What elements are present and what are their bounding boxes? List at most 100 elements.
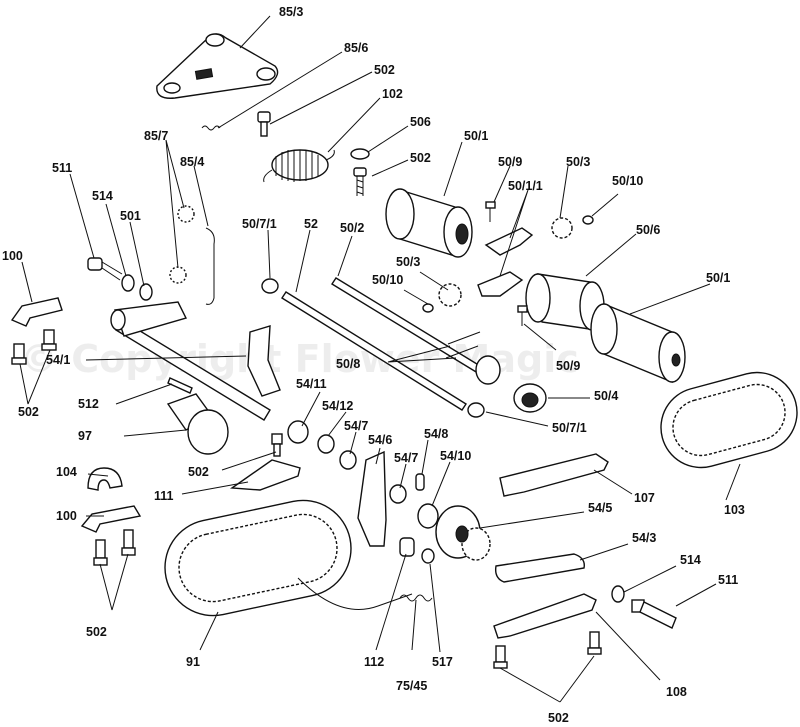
label-514-left: 514 — [92, 189, 113, 203]
label-502-bottom-left: 502 — [86, 625, 107, 639]
part-91-belt — [164, 499, 352, 617]
part-54-12-washer — [317, 434, 335, 454]
label-50-1-1: 50/1/1 — [508, 179, 543, 193]
part-102-spring — [263, 149, 335, 183]
part-514-washer-right — [611, 585, 625, 603]
part-111-bracket — [229, 459, 301, 491]
part-50-6-roller — [525, 273, 605, 331]
label-50-7-1-bottom: 50/7/1 — [552, 421, 587, 435]
label-85-4: 85/4 — [180, 155, 204, 169]
part-100-bracket-bottom — [80, 505, 142, 533]
label-97: 97 — [78, 429, 92, 443]
part-50-3-gear-center — [438, 283, 462, 307]
part-cable — [297, 577, 413, 610]
part-54-11-cam — [287, 420, 309, 444]
label-54-7-upper: 54/7 — [344, 419, 368, 433]
part-514-washer-left — [121, 274, 135, 292]
part-50-9-screw — [485, 201, 496, 222]
part-54-3-arm — [494, 553, 585, 583]
part-511-bolt-left — [87, 257, 123, 281]
part-502-screws-left — [11, 329, 57, 365]
label-85-3: 85/3 — [279, 5, 303, 19]
part-54-6-lever — [357, 450, 387, 547]
part-85-6-pin — [201, 125, 221, 131]
part-512-pin — [167, 377, 193, 394]
label-50-6: 50/6 — [636, 223, 660, 237]
label-502-mid: 502 — [410, 151, 431, 165]
label-91: 91 — [186, 655, 200, 669]
label-54-1: 54/1 — [46, 353, 70, 367]
label-50-2: 50/2 — [340, 221, 364, 235]
part-502-screw-top — [257, 111, 271, 137]
part-50-7-1-bushing-top — [261, 278, 279, 294]
part-517-washer — [421, 548, 435, 564]
part-85-7-wheel-upper — [177, 205, 195, 223]
part-502-screw-mid — [353, 167, 367, 196]
part-107-bracket — [499, 453, 609, 497]
part-hub-50-8 — [475, 355, 501, 385]
label-517: 517 — [432, 655, 453, 669]
part-85-7-wheel-lower — [169, 266, 187, 284]
part-50-1-1-bracket-upper — [484, 227, 534, 256]
part-54-8-pin — [415, 473, 425, 491]
label-75-45: 75/45 — [396, 679, 427, 693]
label-50-8: 50/8 — [336, 357, 360, 371]
label-54-7-lower: 54/7 — [394, 451, 418, 465]
label-506: 506 — [410, 115, 431, 129]
label-502-top: 502 — [374, 63, 395, 77]
label-85-6: 85/6 — [344, 41, 368, 55]
part-502-screw-center — [271, 433, 283, 457]
label-104: 104 — [56, 465, 77, 479]
label-511-left: 511 — [52, 161, 72, 175]
part-50-1-1-bracket-lower — [477, 271, 524, 297]
part-50-4-pulley — [513, 383, 547, 413]
label-50-1-top: 50/1 — [464, 129, 488, 143]
part-52-rod — [281, 291, 467, 411]
label-50-10-right: 50/10 — [612, 174, 643, 188]
label-502-bottom-right: 502 — [548, 711, 569, 725]
part-108-bracket — [493, 593, 597, 639]
label-54-12: 54/12 — [322, 399, 353, 413]
part-501-washer-left — [139, 283, 153, 301]
part-75-45-spring — [399, 594, 433, 602]
label-100-top: 100 — [2, 249, 23, 263]
label-511-right: 511 — [718, 573, 738, 587]
part-labels: 85/3 85/6 502 102 506 502 50/1 50/9 50/1… — [2, 5, 745, 725]
label-108: 108 — [666, 685, 687, 699]
label-112: 112 — [364, 655, 384, 669]
label-100-bottom: 100 — [56, 509, 77, 523]
part-50-1-roller-right — [590, 302, 686, 384]
label-50-10-center: 50/10 — [372, 273, 403, 287]
part-502-screws-bottom-left — [93, 529, 136, 566]
part-97-cylinder — [166, 393, 229, 455]
label-54-11: 54/11 — [296, 377, 327, 391]
part-50-9-screw-lower — [517, 305, 528, 326]
part-100-bracket-top — [10, 297, 63, 327]
part-54-7-washer-lower — [389, 484, 407, 504]
label-54-10: 54/10 — [440, 449, 471, 463]
label-52: 52 — [304, 217, 318, 231]
leader-lines — [19, 15, 741, 703]
label-501: 501 — [120, 209, 141, 223]
part-50-7-1-bushing-bottom — [467, 402, 485, 418]
part-50-1-roller-top — [385, 188, 473, 258]
part-85-4-rod — [205, 227, 215, 305]
label-50-3-right: 50/3 — [566, 155, 590, 169]
label-502-center: 502 — [188, 465, 209, 479]
part-50-8-screws — [445, 331, 481, 359]
label-107: 107 — [634, 491, 655, 505]
label-103: 103 — [724, 503, 745, 517]
part-54-7-washer-upper — [339, 450, 357, 470]
label-512: 512 — [78, 397, 99, 411]
part-54-10-washer — [417, 503, 439, 529]
part-506-washer — [350, 148, 370, 160]
label-54-8: 54/8 — [424, 427, 448, 441]
label-111: 111 — [154, 489, 174, 503]
part-112-bushing — [399, 537, 415, 557]
label-85-7: 85/7 — [144, 129, 168, 143]
part-502-screws-bottom-right — [493, 631, 602, 669]
part-54-1-shaft — [110, 301, 281, 421]
part-50-10-washer-right — [582, 215, 594, 225]
label-50-4: 50/4 — [594, 389, 618, 403]
